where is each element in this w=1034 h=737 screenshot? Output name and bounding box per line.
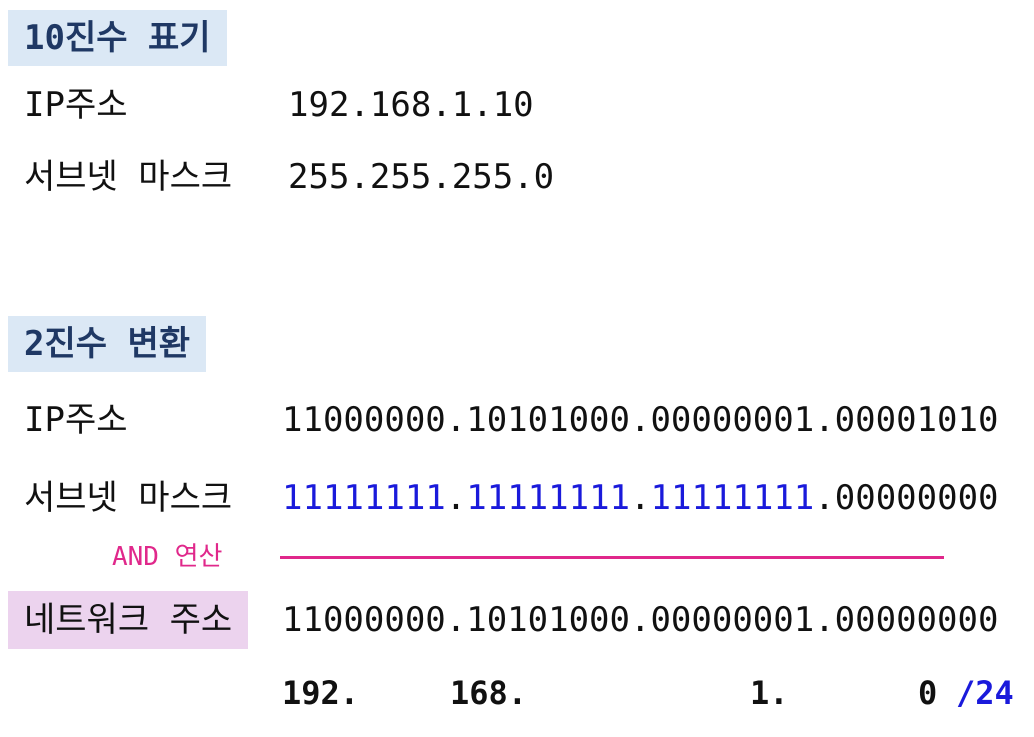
mask-octet-2: 11111111: [466, 478, 631, 518]
network-octet-4: 0: [918, 674, 938, 712]
mask-separator-3: .: [814, 478, 835, 518]
mask-octet-4: 00000000: [834, 478, 999, 518]
and-operation-label: AND 연산: [112, 542, 223, 572]
binary-ip-value: 11000000.10101000.00000001.00001010: [282, 400, 999, 440]
network-octet-3: 1.: [750, 674, 789, 712]
decimal-ip-label: IP주소: [24, 85, 128, 125]
and-operation-line: [280, 556, 944, 559]
mask-separator-1: .: [445, 478, 467, 518]
binary-mask-value: 11111111.11111111.11111111.00000000: [282, 481, 999, 515]
binary-mask-label: 서브넷 마스크: [24, 478, 233, 518]
network-address-binary: 11000000.10101000.00000001.00000000: [282, 600, 999, 640]
mask-octet-1: 11111111: [282, 478, 446, 518]
decimal-mask-label: 서브넷 마스크: [24, 157, 233, 197]
network-address-label: 네트워크 주소: [8, 591, 249, 649]
decimal-mask-value: 255.255.255.0: [288, 157, 555, 197]
decimal-ip-value: 192.168.1.10: [288, 85, 534, 125]
decimal-section-heading: 10진수 표기: [8, 10, 227, 66]
network-prefix-length: /24: [956, 674, 1014, 712]
network-octet-2: 168.: [450, 674, 528, 712]
network-octet-1: 192.: [282, 674, 360, 712]
binary-ip-label: IP주소: [24, 400, 128, 440]
binary-section-heading: 2진수 변환: [8, 316, 207, 372]
mask-separator-2: .: [630, 478, 651, 518]
mask-octet-3: 11111111: [650, 478, 815, 518]
